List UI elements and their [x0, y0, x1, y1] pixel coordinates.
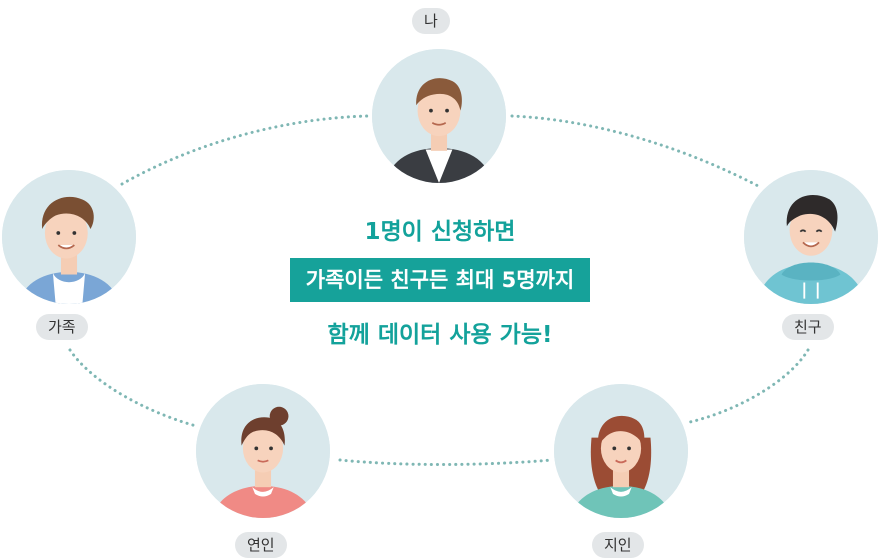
avatar-family: [2, 170, 136, 304]
link-family-me: [120, 114, 370, 186]
link-family-partner: [68, 348, 198, 428]
label-acquaintance: 지인: [592, 532, 644, 558]
message-line-2: 가족이든 친구든 최대 5명까지: [289, 258, 591, 302]
message-line-3: 함께 데이터 사용 가능!: [327, 322, 553, 348]
message-line-1: 1명이 신청하면: [364, 219, 516, 245]
label-family: 가족: [36, 314, 88, 340]
avatar-friend: [744, 170, 878, 304]
avatar-partner: [196, 384, 330, 518]
link-me-friend: [510, 114, 764, 190]
label-partner: 연인: [235, 532, 287, 558]
label-friend: 친구: [782, 314, 834, 340]
avatar-me: [372, 49, 506, 183]
label-me: 나: [412, 8, 450, 34]
link-partner-acquaintance: [338, 458, 554, 466]
avatar-acquaintance: [554, 384, 688, 518]
message-line-2-box: 가족이든 친구든 최대 5명까지: [0, 258, 880, 302]
link-friend-acquaintance: [688, 348, 810, 424]
